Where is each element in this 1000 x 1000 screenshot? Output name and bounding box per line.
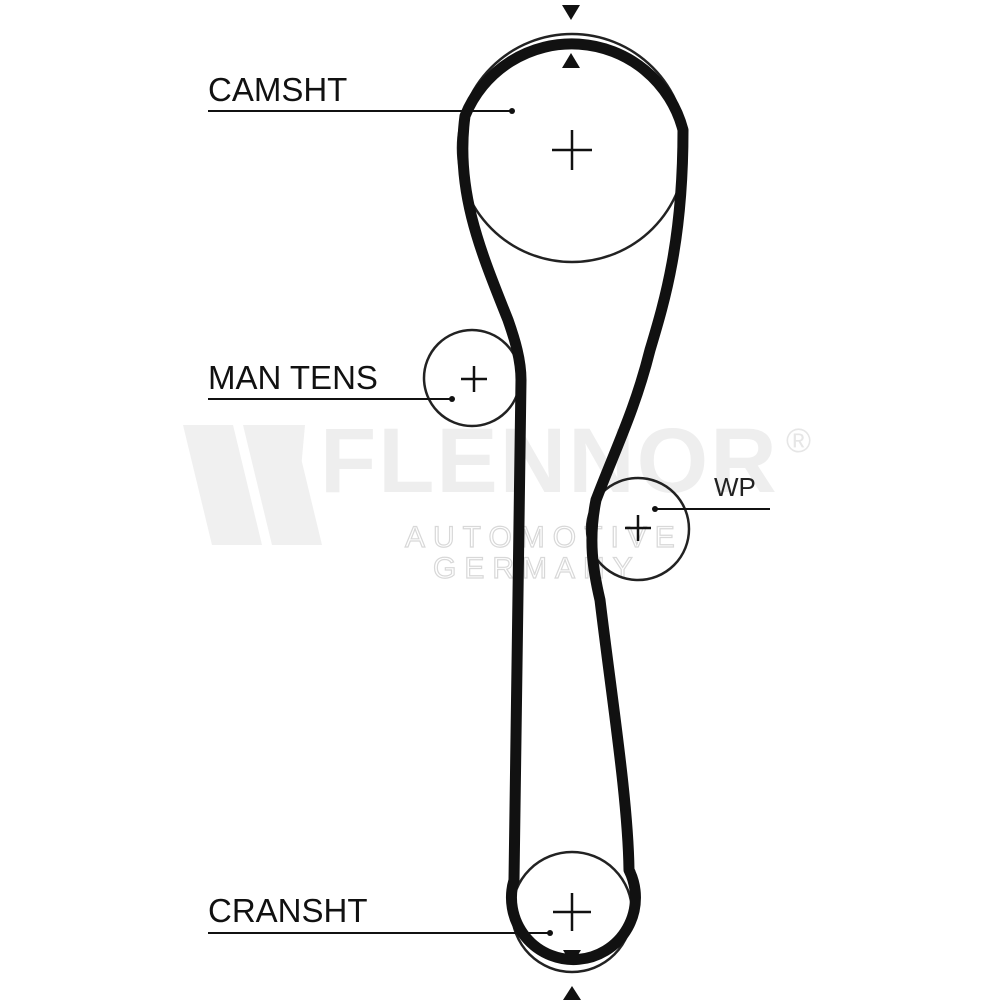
water-pump-center-cross [625,515,651,541]
watermark-logo-stroke-2 [243,425,322,545]
camshaft-top-timing-mark [562,5,580,20]
crankshaft-inner-timing-mark [563,950,581,965]
camshaft-center-cross [552,130,592,170]
camshaft-leader [208,108,515,114]
water-pump-leader [652,506,770,512]
watermark-line1: AUTOMOTIVE [405,521,683,554]
tensioner-leader [208,396,455,402]
watermark: FLENNOR ® AUTOMOTIVE GERMANY [183,410,811,586]
crankshaft-bottom-timing-mark [563,986,581,1000]
watermark-line2: GERMANY [433,552,641,585]
watermark-brand: FLENNOR [320,410,779,512]
timing-belt [457,38,689,966]
watermark-logo-stroke-3 [290,425,305,480]
camshaft-inner-timing-mark [562,53,580,68]
watermark-registered: ® [786,422,811,460]
camshaft-label: CAMSHT [208,71,347,108]
watermark-logo-stroke-1 [183,425,262,545]
crankshaft-leader [208,930,553,936]
tensioner-label: MAN TENS [208,359,378,396]
tensioner-center-cross [461,366,487,392]
crankshaft-center-cross [553,893,591,931]
crankshaft-label: CRANSHT [208,892,368,929]
water-pump-label: WP [714,472,756,502]
